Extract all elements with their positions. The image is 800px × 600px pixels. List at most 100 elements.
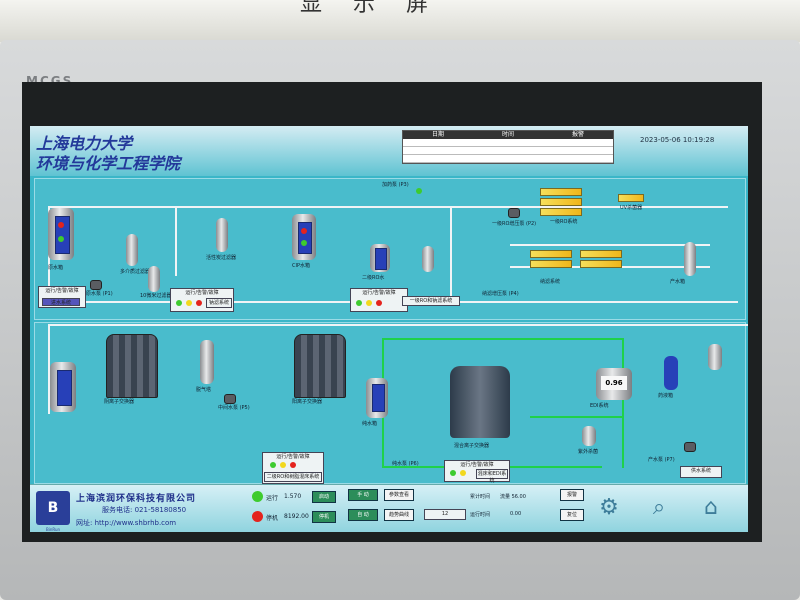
status-caption: 运行/告警/故障: [460, 462, 494, 468]
filter10-label: 10微米过滤器: [140, 293, 172, 299]
multi-filter-label: 多介质过滤器: [120, 269, 151, 275]
ro1-membrane[interactable]: [540, 208, 582, 216]
ro1-membrane[interactable]: [540, 188, 582, 196]
ro1-system-label: 一级RO系统: [550, 219, 578, 225]
run-time-value: 0.00: [510, 511, 522, 517]
nf-membrane[interactable]: [580, 250, 622, 258]
water-supply-button[interactable]: 供水系统: [680, 466, 722, 478]
status-led-green: [301, 240, 307, 246]
status-led-green: [176, 300, 182, 306]
nf-system-button[interactable]: 钠滤系统: [206, 298, 232, 308]
param-view-button[interactable]: 参数查看: [384, 489, 414, 501]
pipe: [510, 244, 710, 246]
total-time-label: 累计时间: [470, 494, 491, 500]
green-pipe: [530, 416, 624, 418]
company-name: 上海滨润环保科技有限公司: [76, 494, 197, 504]
raw-water-pump[interactable]: [90, 280, 102, 290]
mixed-bed-label: 混合离子交换器: [454, 443, 490, 449]
product-pump[interactable]: [684, 442, 696, 452]
uv-sterilizer[interactable]: [618, 194, 644, 202]
ro2-water-label: 二级RO水: [362, 275, 385, 281]
ro2-water-tank[interactable]: [370, 244, 390, 272]
status-led-green: [450, 470, 456, 476]
status-caption: 运行/告警/故障: [185, 290, 219, 296]
search-icon[interactable]: ⌕: [652, 495, 666, 520]
ro1-nf-button[interactable]: 一级RO和钠滤系统: [402, 296, 460, 306]
footer-bar: B BinRun 上海滨润环保科技有限公司 服务电话: 021-58180850…: [30, 484, 748, 532]
activated-carbon-filter[interactable]: [216, 218, 228, 252]
dosing-box-label: 药液箱: [658, 393, 674, 399]
middle-pump[interactable]: [224, 394, 236, 404]
company-website: 网址: http://www.shbrhb.com: [76, 519, 177, 527]
edi-system-button[interactable]: 混床和EDI系统: [476, 469, 508, 484]
product-water-tank[interactable]: [684, 242, 696, 276]
flow-label: 流量 56.00: [500, 494, 526, 500]
green-pipe: [622, 338, 624, 468]
hmi-screen: 上海电力大学 环境与化学工程学院 日期 时间 报警 2023-05-06 10:…: [30, 126, 748, 532]
run-indicator: [252, 491, 263, 502]
run-label: 运行: [266, 495, 279, 502]
pretreat-system-button[interactable]: 进水系统: [42, 298, 80, 306]
status-led-green: [356, 300, 362, 306]
nf-membrane[interactable]: [530, 250, 572, 258]
nf-membrane[interactable]: [580, 260, 622, 268]
edi-label: EDI系统: [590, 403, 609, 409]
pipe: [48, 324, 50, 414]
pipe: [48, 324, 748, 326]
alarm-row: [403, 147, 613, 155]
reset-button[interactable]: 复位: [560, 509, 584, 521]
trend-curve-button[interactable]: 趋势曲线: [384, 509, 414, 521]
conductivity-tank[interactable]: 0.96: [596, 368, 632, 400]
stop-button[interactable]: 停机: [312, 511, 336, 523]
product-tank-label: 产水箱: [670, 279, 686, 285]
cation-label: 阳离子交换器: [292, 399, 323, 405]
home-icon[interactable]: ⌂: [704, 495, 718, 520]
manual-button[interactable]: 手 动: [348, 489, 378, 501]
pure-water-tank[interactable]: [366, 378, 388, 418]
pure-pump2-label: 产水泵 (P7): [648, 457, 675, 463]
mid-pump-label: 中间水泵 (P5): [218, 405, 250, 411]
header-bar: 上海电力大学 环境与化学工程学院 日期 时间 报警 2023-05-06 10:…: [30, 126, 748, 176]
wall-background: 显 示 屏: [0, 0, 800, 42]
status-led-red: [290, 462, 296, 468]
wall-sign-text: 显 示 屏: [300, 0, 440, 17]
cip-tank[interactable]: [292, 214, 316, 260]
uv-lamp[interactable]: [582, 426, 596, 446]
alarm-table[interactable]: 日期 时间 报警: [402, 130, 614, 164]
pure-tank-label: 纯水箱: [362, 421, 378, 427]
raw-pump-label: 原水泵 (P1): [86, 291, 113, 297]
service-phone: 服务电话: 021-58180850: [102, 506, 187, 514]
mixed-bed-vessel[interactable]: [450, 366, 510, 438]
cip-label: CIP水箱: [292, 263, 310, 269]
nf-membrane[interactable]: [530, 260, 572, 268]
alarm-button[interactable]: 报警: [560, 489, 584, 501]
anion-exchanger[interactable]: [106, 334, 158, 398]
stop-indicator: [252, 511, 263, 522]
final-filter[interactable]: [708, 344, 722, 370]
multi-media-filter[interactable]: [126, 234, 138, 266]
dosing-pump-led: [416, 188, 422, 194]
ten-micron-filter[interactable]: [148, 266, 160, 292]
ro1-booster-pump[interactable]: [508, 208, 520, 218]
carbon-label: 活性炭过滤器: [206, 255, 237, 261]
pipe: [48, 206, 728, 208]
gear-icon[interactable]: ⚙: [599, 495, 619, 520]
raw-water-tank[interactable]: [48, 208, 74, 260]
uv-label: UV杀菌器: [620, 205, 643, 211]
raw-tank-label: 原水箱: [48, 265, 64, 271]
alarm-col-alarm: 报警: [571, 131, 584, 138]
anion-label: 阴离子交换器: [104, 399, 135, 405]
buffer-tank[interactable]: [50, 362, 76, 412]
university-title: 上海电力大学: [36, 134, 133, 153]
alarm-col-date: 日期: [431, 131, 444, 138]
start-button[interactable]: 启动: [312, 491, 336, 503]
degasser-tower[interactable]: [200, 340, 214, 384]
total-value-box: 12: [424, 509, 466, 520]
cation-exchanger[interactable]: [294, 334, 346, 398]
status-led-red: [196, 300, 202, 306]
auto-button[interactable]: 自 动: [348, 509, 378, 521]
dosing-box[interactable]: [664, 356, 678, 390]
ro2-mixedbed-button[interactable]: 二级RO和树脂混床系统: [264, 472, 322, 482]
security-filter[interactable]: [422, 246, 434, 272]
ro1-membrane[interactable]: [540, 198, 582, 206]
